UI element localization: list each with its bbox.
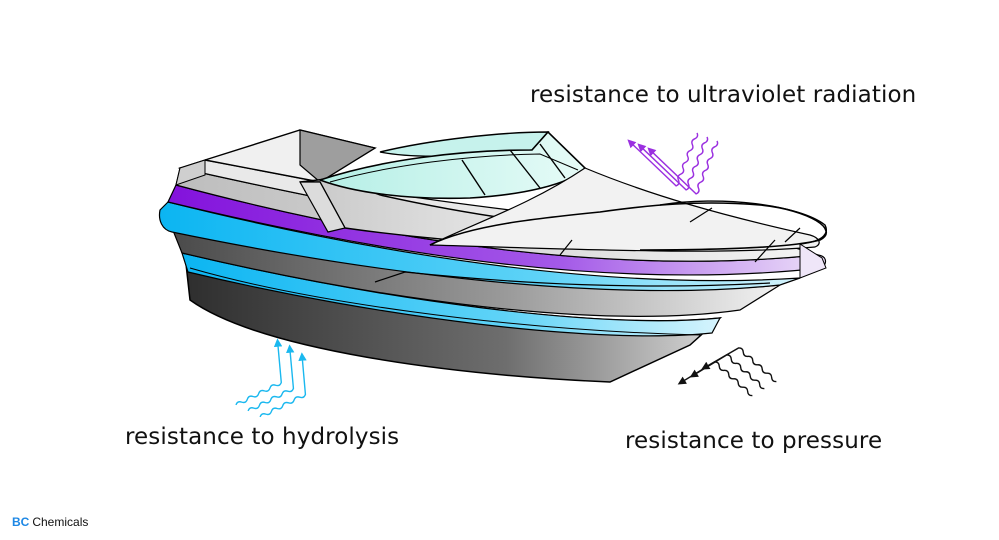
bow-tip xyxy=(799,243,827,279)
brand-name: Chemicals xyxy=(32,515,89,529)
windshield-pillar-1 xyxy=(461,159,486,196)
press-wave-1 xyxy=(677,361,753,397)
uv-wave-2 xyxy=(637,136,709,191)
hydro-wave-3 xyxy=(259,352,307,418)
hull-stripe-cyan-upper xyxy=(158,201,801,292)
hydrolysis-resistance-label: resistance to hydrolysis xyxy=(125,424,400,450)
uv-radiation-waves xyxy=(627,132,719,195)
rail-post-1 xyxy=(559,239,573,256)
brand-abbr: BC xyxy=(12,515,30,529)
pressure-resistance-label: resistance to pressure xyxy=(625,428,883,454)
bow-deck xyxy=(429,167,820,252)
cabin-front xyxy=(298,181,346,233)
bow-rail-outer xyxy=(659,200,827,245)
press-wave-3 xyxy=(701,347,777,383)
stern-side xyxy=(175,159,206,186)
hydrolysis-waves xyxy=(235,338,307,418)
pressure-waves xyxy=(677,347,777,397)
uv-resistance-label: resistance to ultraviolet radiation xyxy=(530,82,917,108)
windshield-pillar-3 xyxy=(539,143,566,179)
boat-hull xyxy=(158,167,827,383)
hull-chine-line xyxy=(374,271,771,287)
hull-chine-line-2 xyxy=(189,267,701,336)
boat-bow xyxy=(429,167,827,279)
press-wave-2 xyxy=(689,354,765,390)
hydro-wave-2 xyxy=(247,344,295,412)
hydro-wave-1 xyxy=(235,338,283,406)
windshield-pillar-2 xyxy=(509,149,541,189)
windshield-frame-outer xyxy=(329,153,579,183)
rail-post-2 xyxy=(689,207,713,223)
boat-windshield xyxy=(317,130,587,200)
windshield-glass xyxy=(317,130,587,200)
rail-post-4 xyxy=(784,227,801,243)
rail-post-3 xyxy=(754,239,776,263)
uv-wave-3 xyxy=(647,140,719,195)
